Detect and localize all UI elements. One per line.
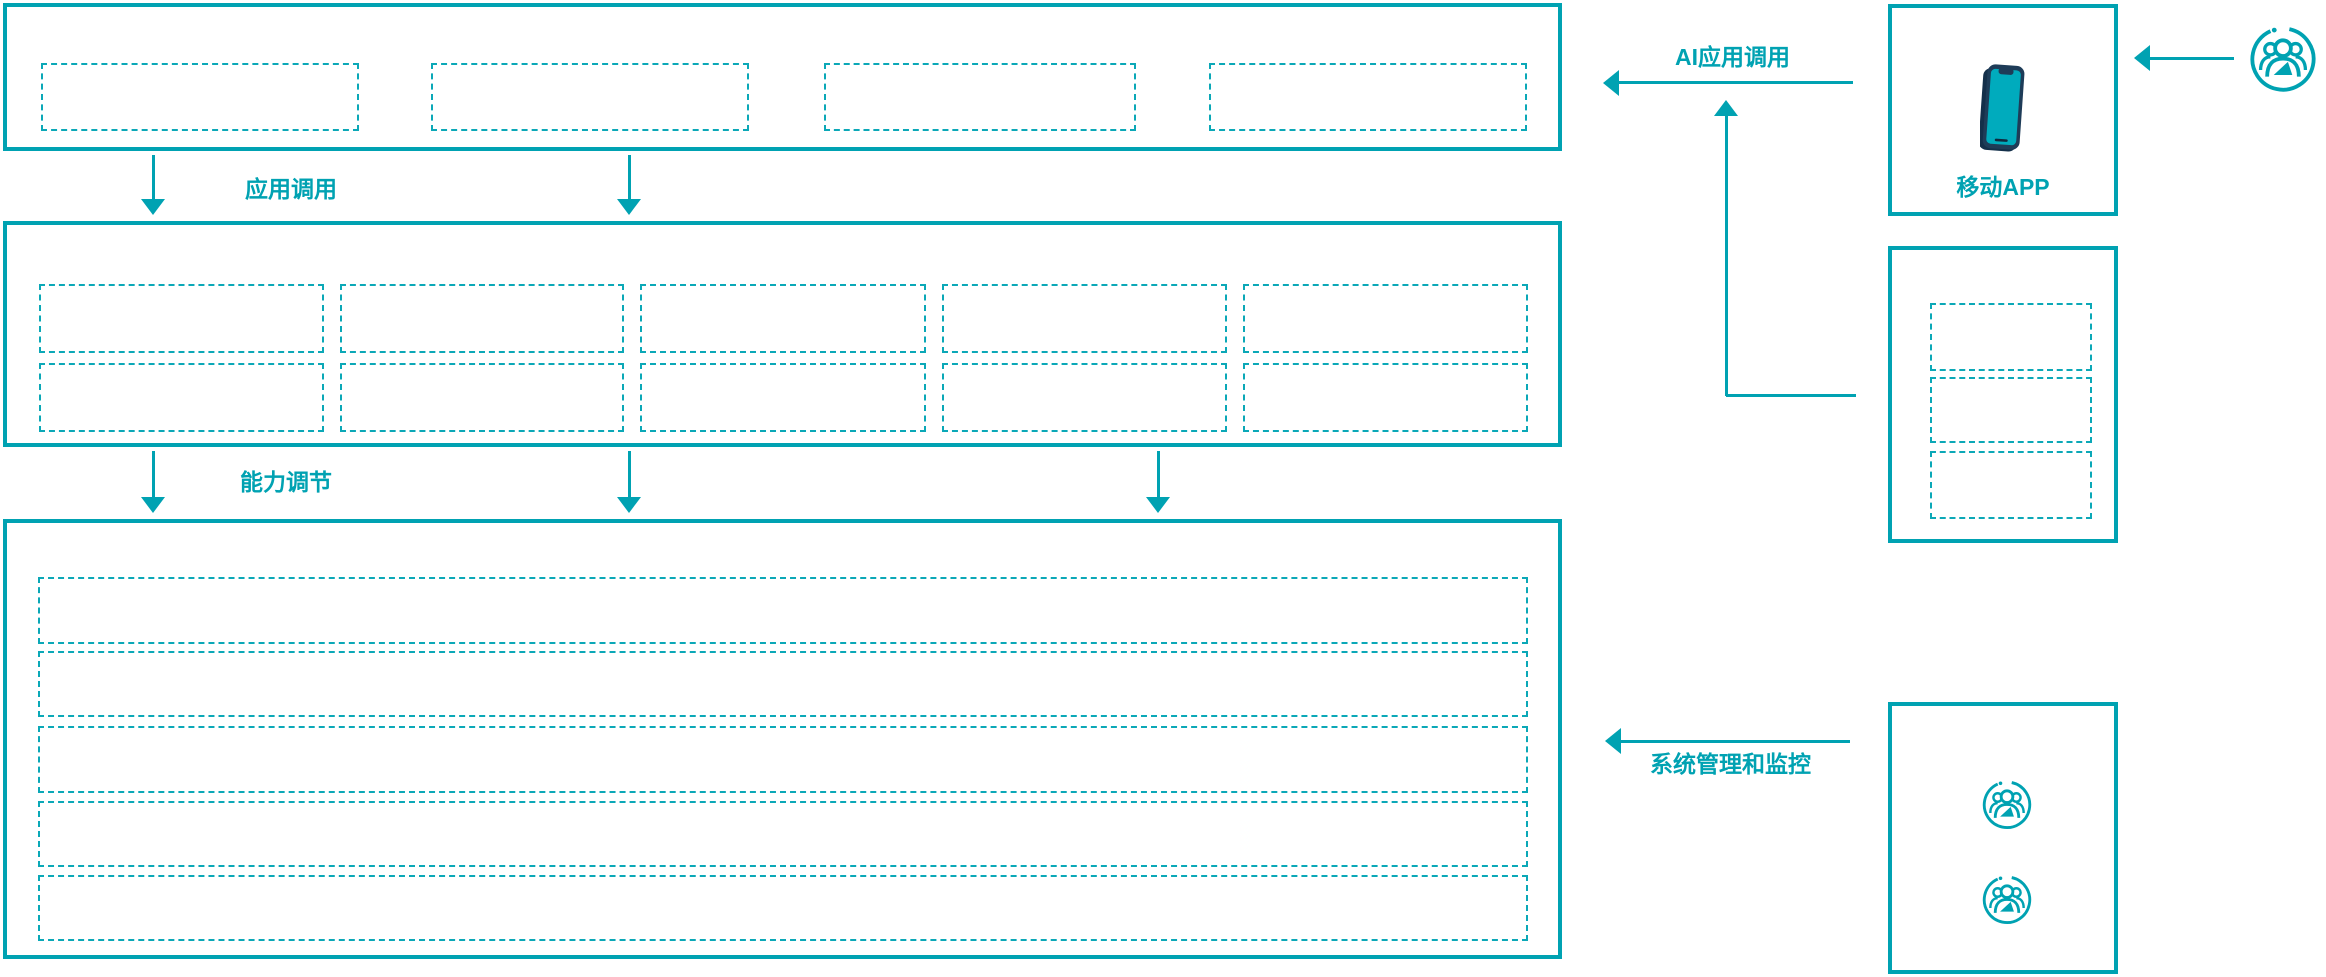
capability-slot-r1c2 — [340, 284, 624, 353]
base-row-4 — [38, 801, 1528, 867]
app-slot-4 — [1209, 63, 1527, 131]
app-slot-3 — [824, 63, 1136, 131]
users-icon — [1981, 778, 2033, 830]
users-icon — [1981, 873, 2033, 925]
app-slot-1 — [41, 63, 359, 131]
mobile-app-box: 移动APP — [1888, 4, 2118, 216]
capability-slot-r2c2 — [340, 363, 624, 432]
service-slot-3 — [1930, 451, 2092, 519]
capability-slot-r1c5 — [1243, 284, 1528, 353]
service-slot-1 — [1930, 303, 2092, 371]
capability-slot-r2c5 — [1243, 363, 1528, 432]
base-row-1 — [38, 577, 1528, 644]
capability-slot-r1c3 — [640, 284, 926, 353]
system-monitor-label: 系统管理和监控 — [1650, 751, 1811, 777]
capability-slot-r1c1 — [39, 284, 324, 353]
app-slot-2 — [431, 63, 749, 131]
users-icon — [2248, 23, 2318, 93]
top-layer-box — [3, 3, 1562, 151]
base-row-3 — [38, 726, 1528, 793]
ai-app-call-label: AI应用调用 — [1675, 44, 1790, 70]
bottom-layer-box — [3, 519, 1562, 959]
base-row-5 — [38, 875, 1528, 941]
service-slot-2 — [1930, 377, 2092, 443]
capability-slot-r2c3 — [640, 363, 926, 432]
capability-slot-r2c1 — [39, 363, 324, 432]
admins-box — [1888, 702, 2118, 974]
base-row-2 — [38, 651, 1528, 717]
capability-adjust-label: 能力调节 — [240, 469, 332, 495]
capability-slot-r1c4 — [942, 284, 1227, 353]
mobile-phone-icon — [1980, 60, 2026, 156]
capability-slot-r2c4 — [942, 363, 1227, 432]
services-panel-box — [1888, 246, 2118, 543]
mobile-app-label: 移动APP — [1956, 174, 2050, 200]
app-call-label: 应用调用 — [245, 176, 337, 202]
middle-layer-box — [3, 221, 1562, 447]
